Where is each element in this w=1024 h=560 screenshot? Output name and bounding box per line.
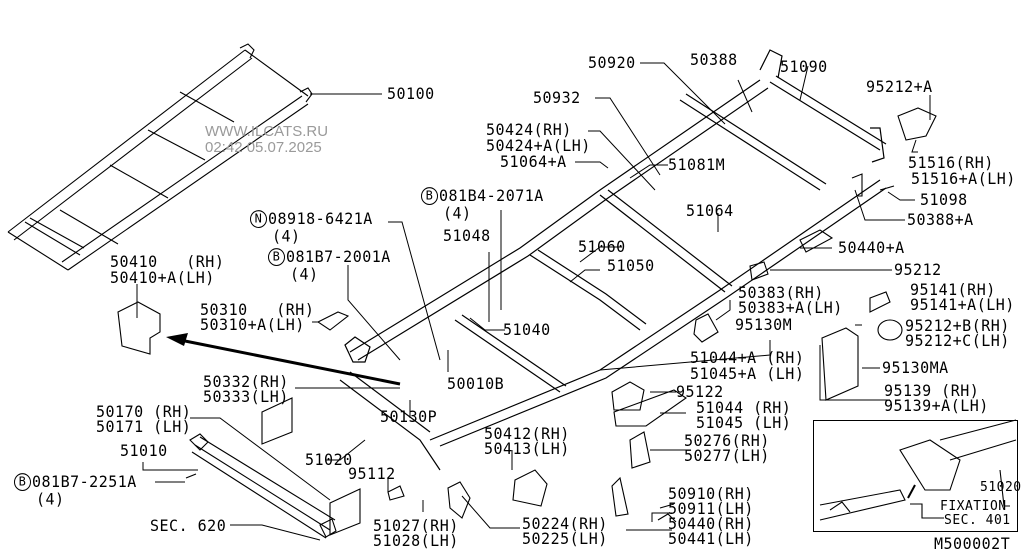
- bolt-marker-icon: B: [268, 248, 285, 266]
- part-label-51045lh[interactable]: 51045 (LH): [696, 413, 792, 433]
- part-label-51098[interactable]: 51098: [920, 190, 968, 210]
- part-label-50170rh[interactable]: 50170 (RH): [96, 402, 192, 422]
- part-label-95212[interactable]: 95212: [894, 260, 942, 280]
- part-label-50383lh[interactable]: 50383+A(LH): [738, 298, 843, 318]
- part-label-50910rh[interactable]: 50910(RH): [668, 484, 754, 504]
- part-label-50224rh[interactable]: 50224(RH): [522, 514, 608, 534]
- part-label-95141rh[interactable]: 95141(RH): [910, 280, 996, 300]
- main-frame-drawing: [339, 49, 887, 471]
- part-label-51044arh[interactable]: 51044+A (RH): [690, 348, 805, 368]
- part-label-50424rh[interactable]: 50424(RH): [486, 120, 572, 140]
- part-label-95141lh[interactable]: 95141+A(LH): [910, 295, 1015, 315]
- part-label-50332rh[interactable]: 50332(RH): [203, 372, 289, 392]
- part-label-95212brh[interactable]: 95212+B(RH): [905, 316, 1010, 336]
- part-label-50932[interactable]: 50932: [533, 88, 581, 108]
- part-label-50383rh[interactable]: 50383(RH): [738, 283, 824, 303]
- part-label-51081m[interactable]: 51081M: [668, 155, 726, 175]
- part-label-95130m[interactable]: 95130M: [735, 315, 793, 335]
- part-label-51516lh[interactable]: 51516+A(LH): [911, 169, 1016, 189]
- part-label-51060[interactable]: 51060: [578, 237, 626, 257]
- part-label-95122[interactable]: 95122: [676, 382, 724, 402]
- part-label-50920[interactable]: 50920: [588, 53, 636, 73]
- part-label-51064[interactable]: 51064: [686, 201, 734, 221]
- part-label-50410lh[interactable]: 50410+A(LH): [110, 268, 215, 288]
- part-label-95212clh[interactable]: 95212+C(LH): [905, 331, 1010, 351]
- part-label-50100[interactable]: 50100: [387, 84, 435, 104]
- part-label-51064a[interactable]: 51064+A: [500, 152, 567, 172]
- part-label-50388a[interactable]: 50388+A: [907, 210, 974, 230]
- part-label-50225lh[interactable]: 50225(LH): [522, 529, 608, 549]
- part-label-50333lh[interactable]: 50333(LH): [203, 387, 289, 407]
- callout-arrow: [166, 333, 401, 386]
- bolt-marker-icon: B: [421, 187, 438, 205]
- part-label-51048[interactable]: 51048: [443, 226, 491, 246]
- part-label-50440rh[interactable]: 50440(RH): [668, 514, 754, 534]
- inset-fixation-label: FIXATION: [940, 498, 1007, 515]
- part-label-95112[interactable]: 95112: [348, 464, 396, 484]
- part-label-51040[interactable]: 51040: [503, 320, 551, 340]
- part-label-50413lh[interactable]: 50413(LH): [484, 439, 570, 459]
- part-label-51044rh[interactable]: 51044 (RH): [696, 398, 792, 418]
- part-label-50440a[interactable]: 50440+A: [838, 238, 905, 258]
- part-label-51027rh[interactable]: 51027(RH): [373, 516, 459, 536]
- part-label-51090[interactable]: 51090: [780, 57, 828, 77]
- diagram-code: M500002T: [934, 534, 1011, 554]
- part-label-50310lh[interactable]: 50310+A(LH): [200, 315, 305, 335]
- inset-part-label-51020[interactable]: 51020: [980, 479, 1022, 496]
- part-label-50130p[interactable]: 50130P: [380, 407, 438, 427]
- part-label-51516rh[interactable]: 51516(RH): [908, 153, 994, 173]
- section-label-sec-620[interactable]: SEC. 620: [150, 516, 227, 536]
- part-label-51050[interactable]: 51050: [607, 256, 655, 276]
- part-label-50310rh[interactable]: 50310 (RH): [200, 300, 315, 320]
- part-label-50388[interactable]: 50388: [690, 50, 738, 70]
- part-label-50410rh[interactable]: 50410 (RH): [110, 252, 225, 272]
- leader-lines: [136, 62, 931, 541]
- part-label-50424lh[interactable]: 50424+A(LH): [486, 136, 591, 156]
- part-label-51010[interactable]: 51010: [120, 441, 168, 461]
- part-label-50010b[interactable]: 50010B: [447, 374, 505, 394]
- small-parts-drawing: [117, 107, 937, 536]
- part-label-50277lh[interactable]: 50277(LH): [684, 446, 770, 466]
- part-label-50276rh[interactable]: 50276(RH): [684, 431, 770, 451]
- fixation-inset: [813, 420, 1018, 532]
- inset-drawing: [819, 419, 1017, 521]
- part-label-95130ma[interactable]: 95130MA: [882, 358, 949, 378]
- overview-frame-drawing: [7, 43, 313, 271]
- inset-section-label-sec-401[interactable]: SEC. 401: [944, 512, 1011, 529]
- part-label-51028lh[interactable]: 51028(LH): [373, 531, 459, 551]
- part-label-50171lh[interactable]: 50171 (LH): [96, 417, 192, 437]
- part-label-95139rh[interactable]: 95139 (RH): [884, 381, 980, 401]
- part-label-50412rh[interactable]: 50412(RH): [484, 424, 570, 444]
- part-label-95139lh[interactable]: 95139+A(LH): [884, 396, 989, 416]
- part-label-50911lh[interactable]: 50911(LH): [668, 499, 754, 519]
- nut-marker-icon: N: [250, 210, 267, 228]
- bolt-marker-icon: B: [14, 473, 31, 491]
- part-label-51020[interactable]: 51020: [305, 450, 353, 470]
- front-bumper-drawing: [189, 433, 337, 539]
- part-label-95212a[interactable]: 95212+A: [866, 77, 933, 97]
- part-label-51045alh[interactable]: 51045+A (LH): [690, 364, 805, 384]
- part-label-50441lh[interactable]: 50441(LH): [668, 529, 754, 549]
